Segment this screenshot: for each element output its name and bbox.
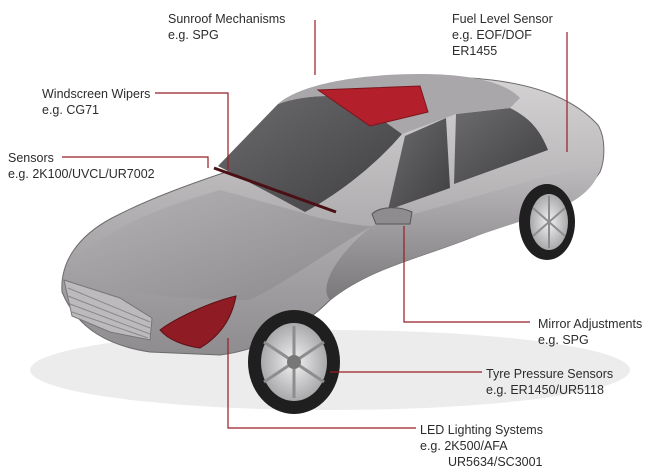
label-mirror-title: Mirror Adjustments [538,317,643,331]
label-led-title: LED Lighting Systems [420,423,543,437]
label-mirror-example: e.g. SPG [538,333,589,347]
leader-mirror [403,226,530,323]
side-mirror [371,207,413,225]
label-sunroof-title: Sunroof Mechanisms [168,12,286,26]
label-wipers-title: Windscreen Wipers [42,87,151,101]
label-mirror: Mirror Adjustments e.g. SPG [538,316,642,348]
label-wipers: Windscreen Wipers e.g. CG71 [42,86,150,118]
wiper-blade [213,166,337,214]
grille-slats [67,287,151,339]
label-tyre-title: Tyre Pressure Sensors [486,367,614,381]
leader-lines [62,20,568,429]
leader-wipers [155,92,229,170]
label-wipers-example: e.g. CG71 [42,103,99,117]
windscreen [218,96,402,212]
label-fuel-example: e.g. EOF/DOF [452,28,532,42]
label-led: LED Lighting Systems e.g. 2K500/AFA UR56… [420,422,543,470]
label-led-example: e.g. 2K500/AFA [420,439,508,453]
label-tyre-example: e.g. ER1450/UR5118 [486,383,604,397]
label-sensors: Sensors e.g. 2K100/UVCL/UR7002 [8,150,155,182]
label-sunroof: Sunroof Mechanisms e.g. SPG [168,11,285,43]
label-sensors-example: e.g. 2K100/UVCL/UR7002 [8,167,155,181]
label-fuel-title: Fuel Level Sensor [452,12,553,26]
sunroof-glass [316,85,429,127]
side-window-rear [454,108,548,184]
side-window-front [388,118,450,210]
label-led-example2: UR5634/SC3001 [448,455,543,469]
label-fuel-example2: ER1455 [452,44,498,58]
label-sensors-title: Sensors [8,151,54,165]
car-hood [70,190,372,300]
label-fuel: Fuel Level Sensor e.g. EOF/DOF ER1455 [452,11,553,59]
label-tyre: Tyre Pressure Sensors e.g. ER1450/UR5118 [486,366,613,398]
rear-rim-spokes [532,196,566,248]
leader-sensors [62,156,209,168]
headlight [159,295,237,349]
leader-led [227,338,416,429]
label-sunroof-example: e.g. SPG [168,28,219,42]
front-hub [287,355,301,369]
